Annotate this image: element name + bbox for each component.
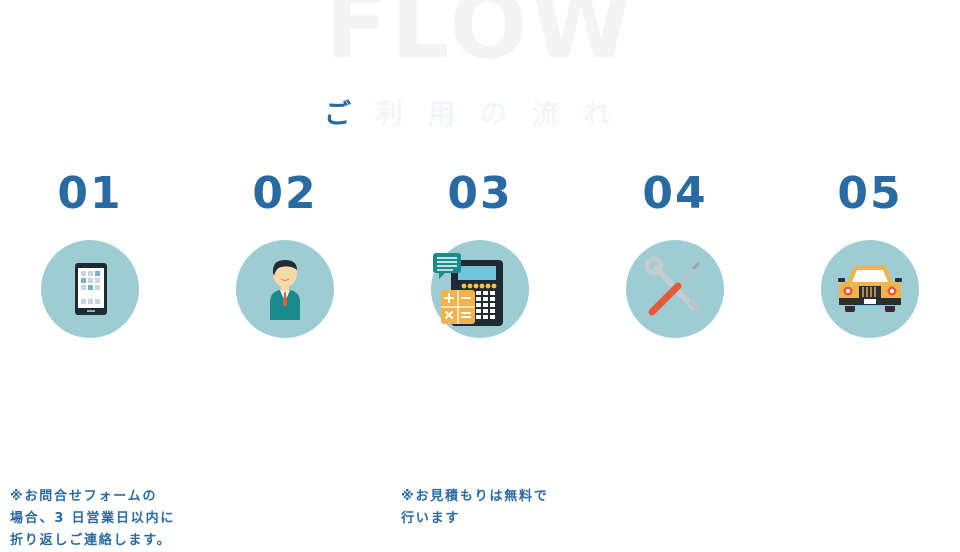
step-1: 01 [20, 168, 160, 340]
step-number: 01 [57, 168, 123, 219]
smartphone-icon [75, 263, 107, 315]
note-line: 場合、3 日営業日以内に [10, 511, 176, 526]
step-icon-circle [821, 240, 919, 338]
step-icon-circle [431, 240, 529, 338]
note-line: 行います [401, 511, 461, 526]
step-3: 03 [410, 168, 550, 340]
step-number: 02 [252, 168, 318, 219]
step-1-note: ※お問合せフォームの 場合、3 日営業日以内に 折り返しご連絡します。 [10, 486, 210, 552]
note-line: ※お見積もりは無料で [401, 489, 549, 504]
step-icon-circle [626, 240, 724, 338]
step-icon-circle [41, 240, 139, 338]
tools-icon [644, 256, 700, 316]
step-3-note: ※お見積もりは無料で 行います [401, 486, 601, 530]
subtitle-visible-char: ご [324, 99, 376, 130]
step-2: 02 [215, 168, 355, 340]
step-number: 05 [837, 168, 903, 219]
note-line: ※お問合せフォームの [10, 489, 158, 504]
step-number: 03 [447, 168, 513, 219]
step-icon-circle [236, 240, 334, 338]
flow-steps: 01 [0, 168, 960, 350]
step-5: 05 [800, 168, 940, 340]
calculator-icon [433, 253, 503, 326]
subtitle-faded-text: 利用の流れ [376, 99, 636, 130]
staff-person-icon [270, 260, 300, 320]
step-number: 04 [642, 168, 708, 219]
car-icon [838, 265, 902, 312]
section-subtitle: ご利用の流れ [0, 92, 960, 131]
step-4: 04 [605, 168, 745, 340]
note-line: 折り返しご連絡します。 [10, 533, 172, 548]
page-title: FLOW [325, 0, 635, 79]
